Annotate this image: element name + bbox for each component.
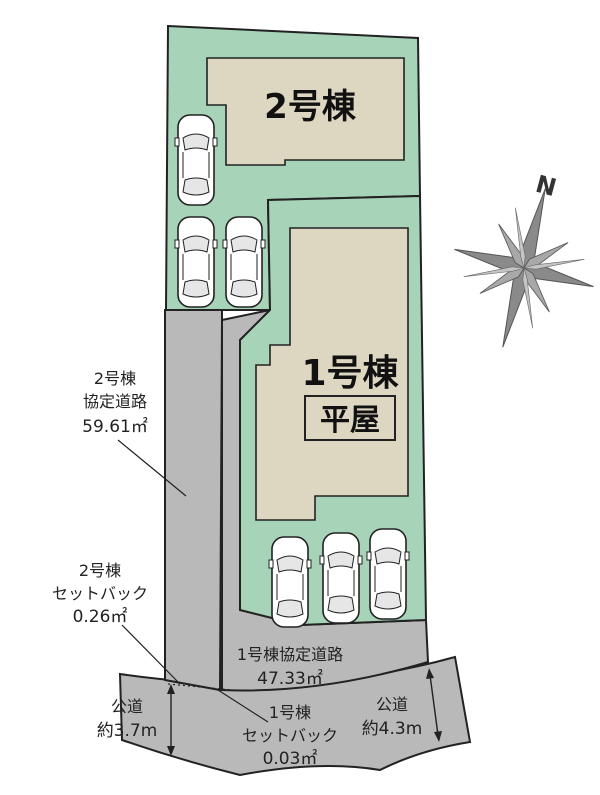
svg-text:1号棟: 1号棟 [269, 703, 311, 722]
svg-text:2号棟: 2号棟 [94, 369, 136, 388]
public-road-left-annotation: 公道 約3.7m [97, 697, 158, 741]
dimension-left [167, 684, 175, 756]
svg-text:0.03㎡: 0.03㎡ [263, 749, 318, 769]
svg-text:1号棟協定道路: 1号棟協定道路 [237, 645, 343, 664]
building2-road-annotation: 2号棟 協定道路 59.61㎡ [82, 369, 148, 437]
svg-text:セットバック: セットバック [242, 726, 338, 745]
setback-line [167, 683, 233, 691]
parking-car [268, 536, 312, 628]
building1-setback-annotation: 1号棟 セットバック 0.03㎡ [242, 703, 338, 769]
parking-car [174, 216, 218, 308]
building1-type-box [304, 395, 396, 441]
building2-footprint [206, 57, 405, 166]
building2-setback-annotation: 2号棟 セットバック 0.26㎡ [52, 561, 148, 627]
parking-car [366, 528, 410, 620]
leader-line [217, 689, 269, 723]
building2-label: 2号棟 [264, 87, 357, 127]
building1-footprint [255, 227, 409, 521]
svg-text:59.61㎡: 59.61㎡ [82, 417, 148, 437]
svg-text:47.33㎡: 47.33㎡ [257, 669, 323, 689]
leader-line [117, 439, 187, 497]
building1-road-annotation: 1号棟協定道路 47.33㎡ [237, 645, 343, 689]
svg-text:協定道路: 協定道路 [83, 392, 147, 411]
svg-text:約3.7m: 約3.7m [97, 721, 158, 741]
parking-car [222, 216, 266, 308]
building1-label: 1号棟 [301, 353, 399, 394]
building2-road [164, 309, 223, 692]
parking-car [174, 114, 218, 206]
svg-text:0.26㎡: 0.26㎡ [73, 607, 128, 627]
leader-line [121, 624, 181, 685]
building1-type-label: 平屋 [320, 403, 380, 438]
svg-text:公道: 公道 [111, 697, 143, 716]
north-label: N [533, 170, 560, 202]
svg-text:約4.3m: 約4.3m [362, 719, 423, 739]
dimension-right [426, 668, 442, 742]
parking-car [319, 532, 363, 624]
public-road-right-annotation: 公道 約4.3m [362, 695, 423, 739]
compass-rose-icon [454, 188, 594, 348]
svg-text:公道: 公道 [376, 695, 408, 714]
svg-text:2号棟: 2号棟 [79, 561, 121, 580]
svg-text:セットバック: セットバック [52, 584, 148, 603]
